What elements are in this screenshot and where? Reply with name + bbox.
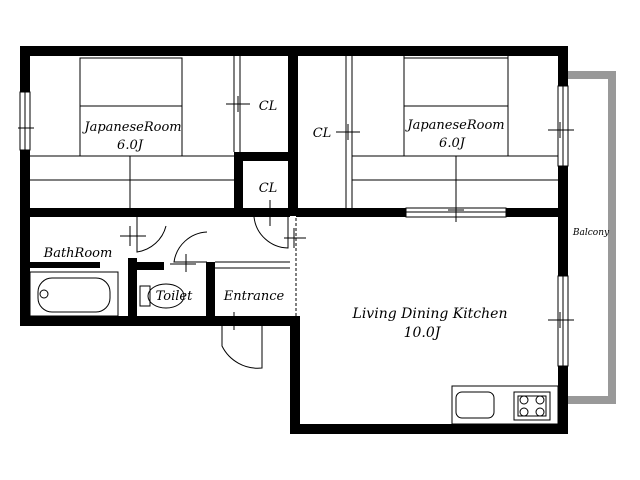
balcony-label: Balcony [572, 228, 610, 238]
japanese-room-left-label: JapaneseRoom [81, 120, 181, 135]
kitchen-counter [451, 385, 559, 425]
closet-label-2: CL [313, 126, 332, 141]
entrance-label: Entrance [223, 289, 285, 304]
balcony-railing [568, 71, 616, 404]
closet-label-1: CL [259, 99, 278, 114]
bathroom-label: BathRoom [43, 246, 113, 261]
entrance-step [215, 261, 290, 269]
sliding-door-marks [18, 96, 574, 330]
ldk-label: Living Dining Kitchen [352, 306, 508, 322]
toilet-label: Toilet [156, 289, 193, 304]
japanese-room-right-size: 6.0J [439, 136, 466, 151]
japanese-room-left-size: 6.0J [117, 138, 144, 153]
closet-label-3: CL [259, 181, 278, 196]
inner-walls [20, 46, 566, 324]
japanese-room-right-label: JapaneseRoom [404, 118, 504, 133]
bathtub [29, 271, 119, 317]
ldk-size: 10.0J [404, 325, 442, 341]
toilet-fixture [139, 283, 185, 309]
doors [136, 216, 297, 369]
